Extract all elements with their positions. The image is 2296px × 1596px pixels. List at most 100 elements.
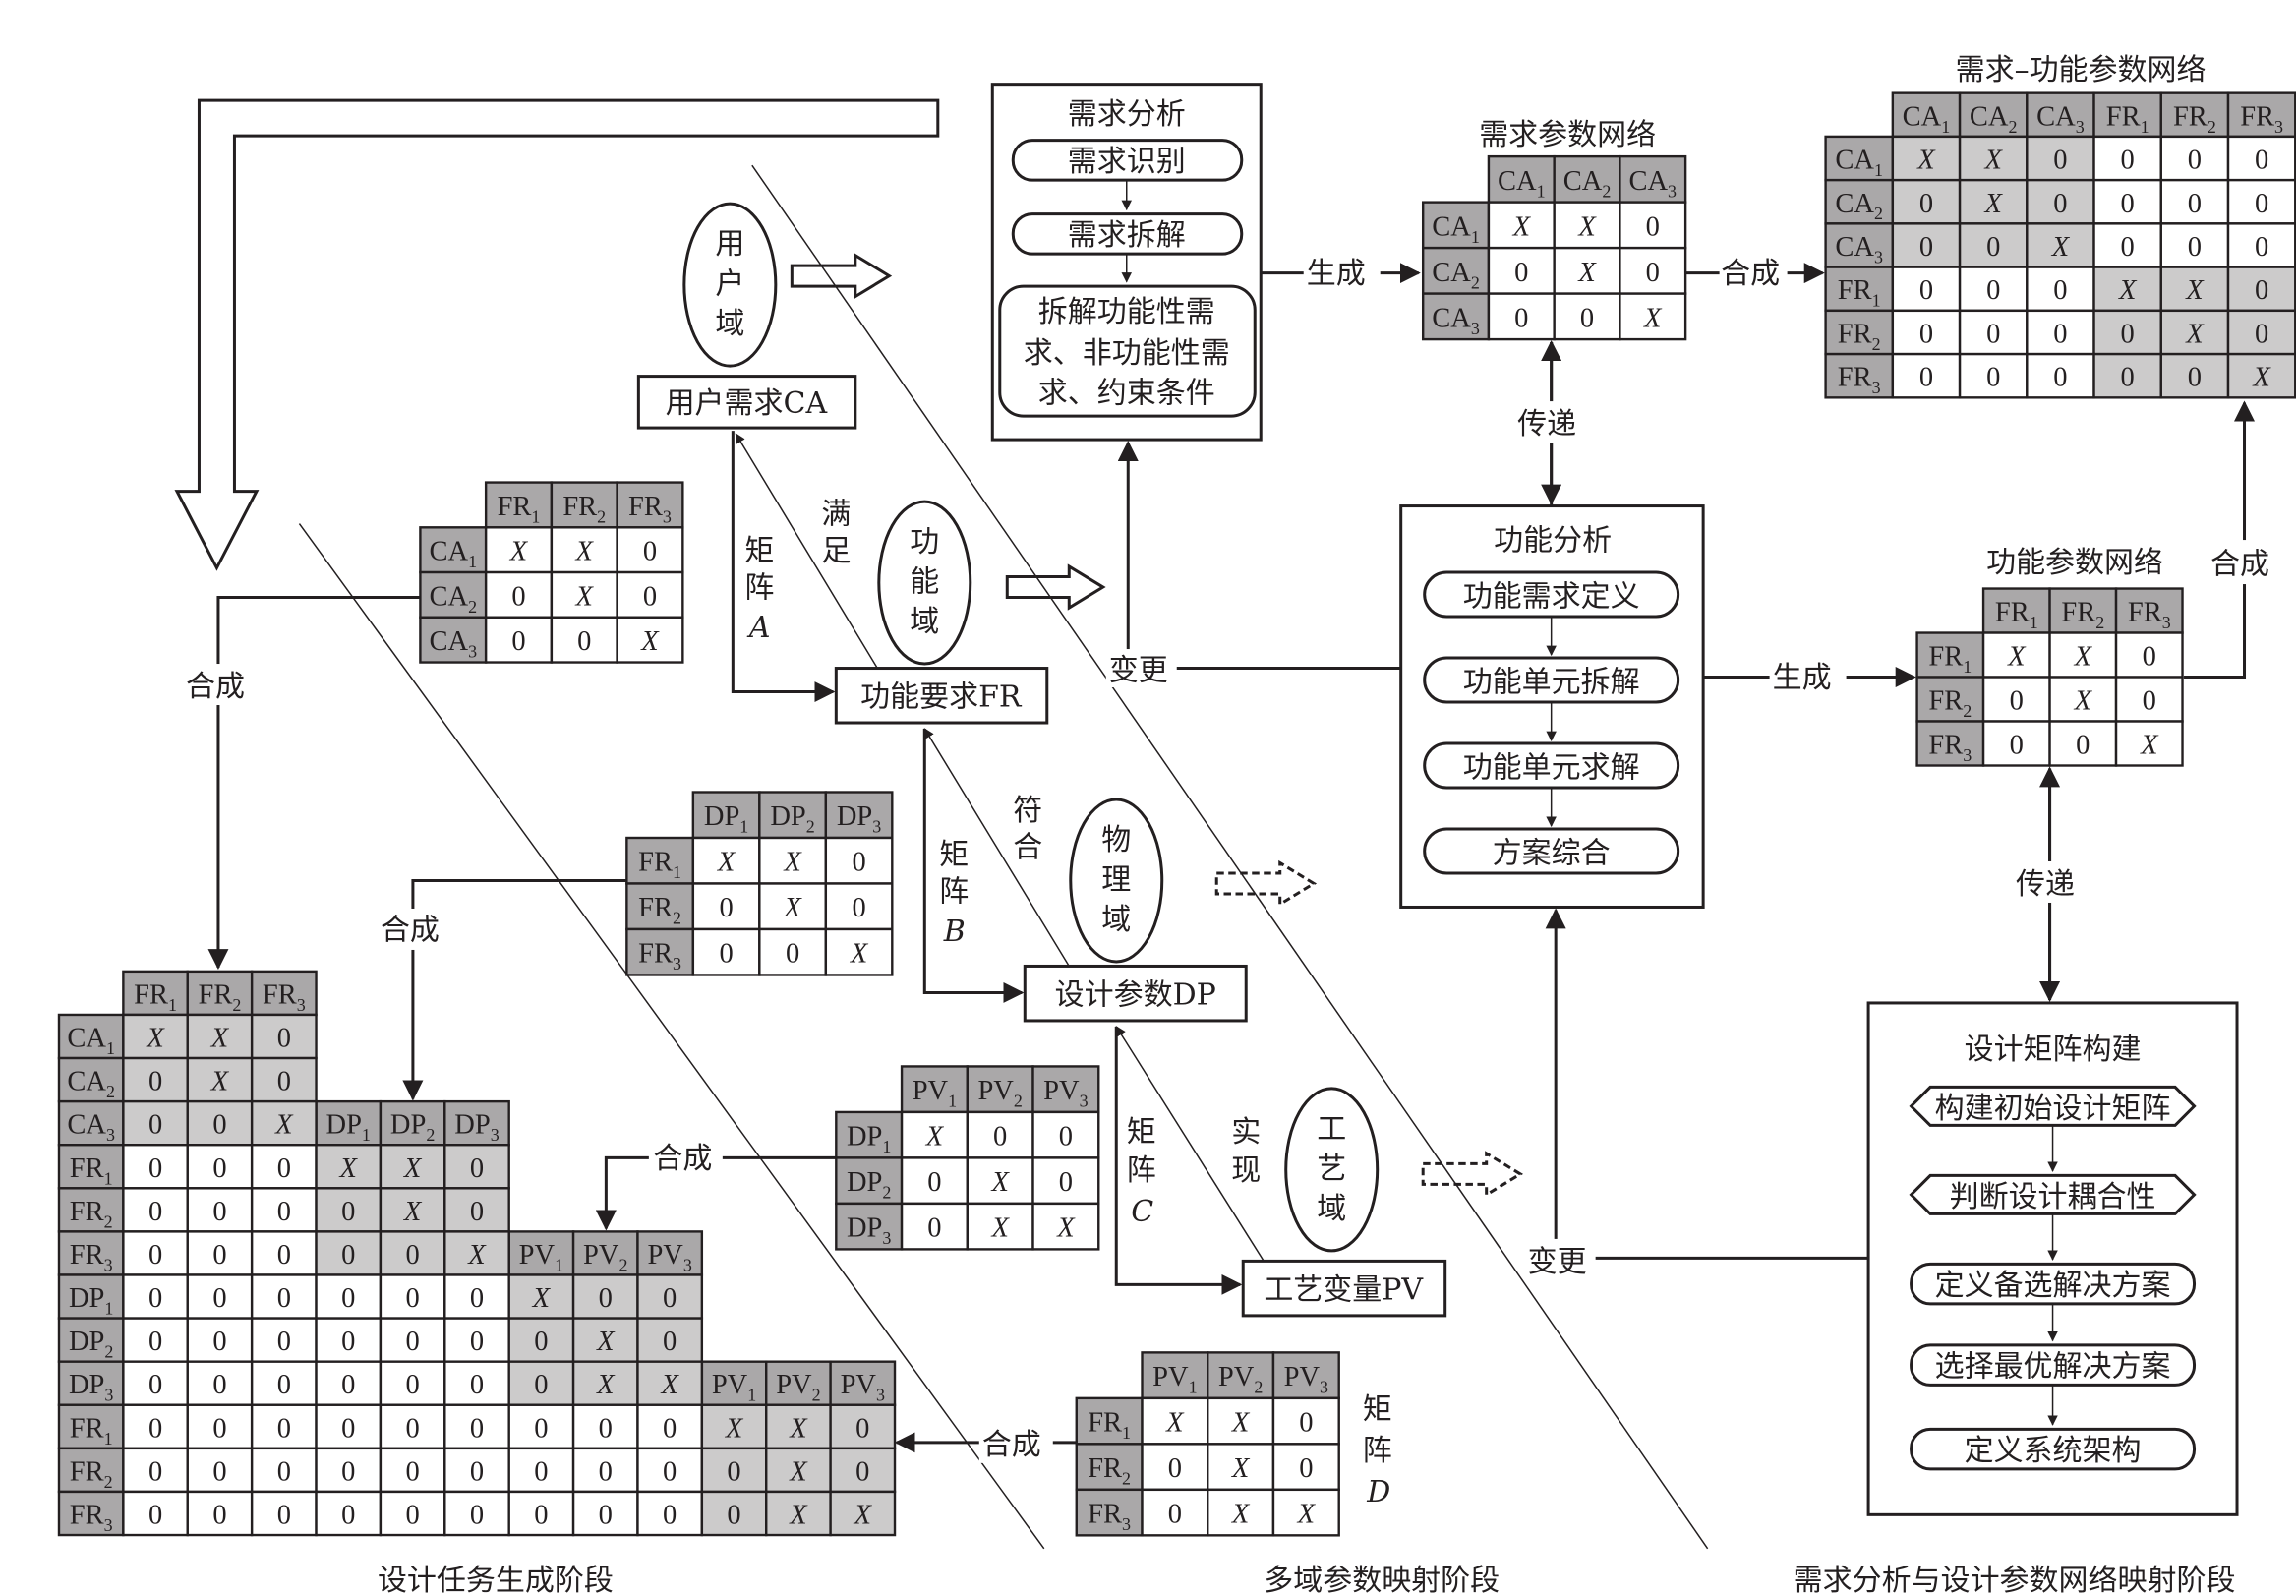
domain-char: 工 [1317,1112,1346,1147]
matrix-col-header: PV3 [647,1240,691,1274]
matrix-cell: X [717,848,736,878]
combined-network-title: 需求–功能参数网络 [1956,53,2207,88]
matrix-cell: X [783,848,802,878]
matrix-cell: 0 [855,1456,869,1487]
matrix-cell: X [925,1122,945,1153]
matrix-cell: X [1643,303,1663,333]
node-dp[interactable]: 设计参数DP [1023,964,1248,1023]
svg-text:阵: 阵 [1127,1153,1156,1188]
domain-char: 户 [715,267,744,302]
matrix-row-header: FR3 [1088,1500,1131,1534]
matrix-cell: X [274,1110,294,1141]
step-judge-coupling: 判断设计耦合性 [1950,1180,2156,1214]
matrix-cell: 0 [534,1370,548,1400]
matrix-cell: 0 [663,1500,677,1530]
matrix-cell: 0 [663,1283,677,1314]
stage-label-multi-domain: 多域参数映射阶段 [1264,1564,1500,1596]
step-requirement-identify: 需求识别 [1068,145,1186,179]
svg-text:现: 现 [1231,1153,1261,1188]
matrix-cell: 0 [341,1197,355,1227]
matrix-cell: 0 [1919,319,1933,349]
matrix-cell: 0 [1986,275,2000,306]
matrix-cell: 0 [727,1456,740,1487]
matrix-cell: 0 [212,1240,226,1271]
matrix-cell: 0 [470,1283,484,1314]
domain-char: 物 [1101,823,1131,857]
matrix-cell: 0 [277,1283,291,1314]
matrix-cell: 0 [599,1413,613,1444]
matrix-cell: 0 [341,1370,355,1400]
matrix-cell: 0 [341,1456,355,1487]
matrix-cell: 0 [405,1327,419,1357]
compose-label: 合成 [2210,548,2269,582]
step-define-architecture: 定义系统架构 [1965,1434,2142,1468]
matrix-a-arrow [731,431,836,703]
matrix-cell: X [1231,1408,1251,1439]
matrix-cell: X [2007,642,2027,673]
matrix-cell: 0 [663,1413,677,1444]
physical-domain: 物 理 域 [1069,798,1164,964]
matrix-cell: 0 [212,1456,226,1487]
node-pv[interactable]: 工艺变量PV [1241,1259,1447,1318]
matrix-cell: 0 [1059,1122,1073,1153]
matrix-cell: 0 [2188,146,2202,176]
matrix-cell: 0 [277,1456,291,1487]
step-decompose-line: 求、非功能性需 [1024,336,1230,371]
satisfy-arrow [735,433,878,669]
matrix-b-arrow [922,729,1025,1003]
matrix-cell: X [467,1240,487,1271]
matrix-cell: 0 [405,1283,419,1314]
stage-divider-left [298,523,1045,1550]
matrix-cell: 0 [341,1413,355,1444]
matrix-cell: 0 [1514,258,1528,288]
matrix-cell: 0 [405,1240,419,1271]
matrix-cell: 0 [277,1500,291,1530]
matrix-cell: 0 [2143,686,2156,717]
matrix-cell: 0 [2121,319,2135,349]
step-function-decompose: 功能单元拆解 [1463,666,1640,700]
matrix-cell: 0 [927,1213,941,1244]
step-solution-synthesis: 方案综合 [1493,836,1611,870]
step-decompose-line: 求、约束条件 [1038,377,1215,411]
transfer-label: 传递 [1517,407,1576,442]
matrix-cell: X [596,1370,616,1400]
generate-label: 生成 [1307,257,1366,291]
matrix-cell: 0 [212,1500,226,1530]
node-fr[interactable]: 功能要求FR [834,667,1049,725]
matrix-cell: X [509,537,529,567]
matrix-cell: 0 [993,1122,1007,1153]
transfer-label: 传递 [2016,867,2075,902]
panel-title: 设计矩阵构建 [1965,1033,2142,1067]
domain-char: 理 [1101,862,1131,897]
matrix-cell: 0 [2255,146,2268,176]
node-fr-label: 功能要求FR [860,680,1023,715]
node-ca[interactable]: 用户需求CA [636,375,857,430]
matrix-cell: 0 [470,1370,484,1400]
matrix-cell: 0 [148,1197,162,1227]
matrix-cell: 0 [341,1327,355,1357]
matrix-cell: 0 [2053,189,2067,219]
matrix-cell: 0 [148,1456,162,1487]
domain-char: 用 [715,227,744,262]
matrix-cell: X [640,626,660,657]
conform-label: 符 合 [1013,794,1042,864]
matrix-cell: 0 [2188,189,2202,219]
realize-label: 实 现 [1231,1115,1261,1188]
step-define-alternatives: 定义备选解决方案 [1935,1269,2171,1303]
matrix-cell: 0 [727,1500,740,1530]
matrix-cell: X [2252,363,2271,393]
svg-text:阵: 阵 [1363,1434,1392,1468]
matrix-cell: 0 [148,1283,162,1314]
change-arrow-requirement [1117,440,1401,671]
matrix-cell: 0 [2053,319,2067,349]
matrix-cell: 0 [1919,275,1933,306]
matrix-cell: 0 [277,1153,291,1184]
matrix-cell: 0 [212,1153,226,1184]
domain-char: 能 [910,565,939,600]
step-select-optimal: 选择最优解决方案 [1935,1349,2171,1384]
